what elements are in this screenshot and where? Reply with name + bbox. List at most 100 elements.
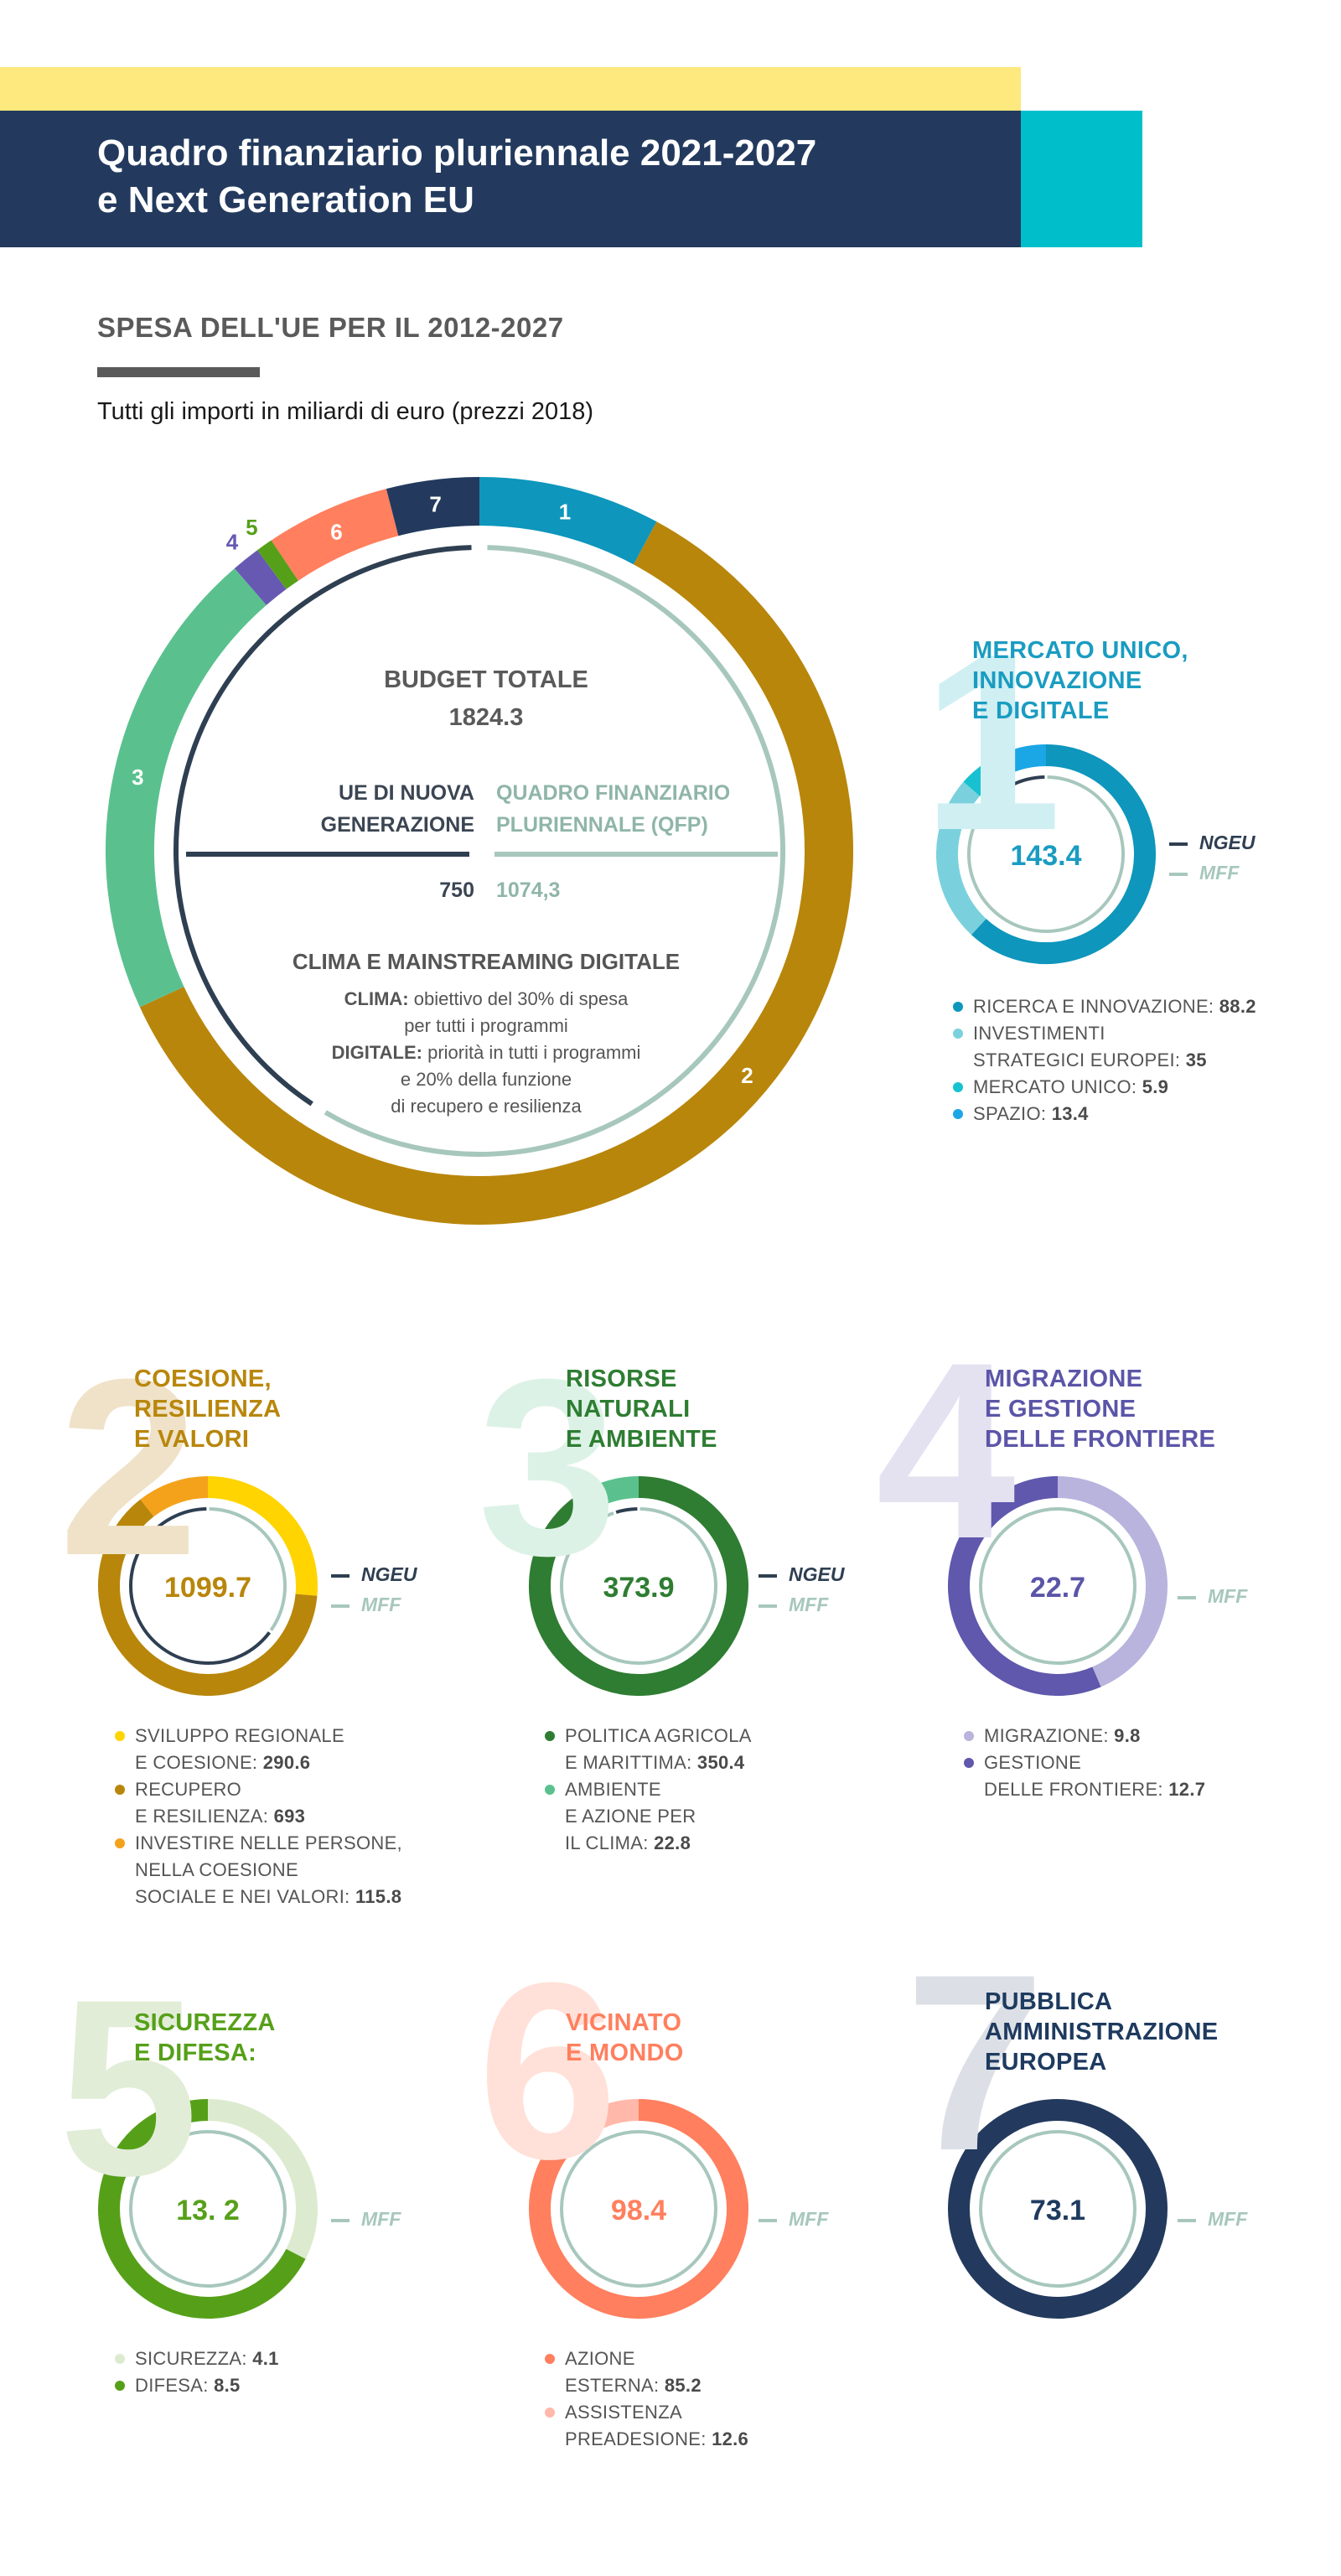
main-inner-slice-1 [173,545,472,1107]
category-2-slice-1 [207,1476,318,1596]
category-1-slice-4 [985,744,1047,782]
category-4-big-number: 4 [876,1309,1016,1591]
category-1-inner-mff [967,775,1126,933]
main-outer-slice-5 [257,540,299,589]
category-2-slice-3 [140,1476,209,1517]
page-title-line2: e Next Generation EU [97,179,474,220]
category-1-slice-1 [971,744,1156,964]
section-note: Tutti gli importi in miliardi di euro (p… [97,398,594,425]
main-segment-label-4: 4 [226,530,239,555]
category-1-inner-ngeu [1009,775,1045,788]
budget-total-label: BUDGET TOTALE [384,666,588,693]
category-7-title: PUBBLICA AMMINISTRAZIONE EUROPEA [985,1987,1218,2077]
category-donuts: 143.4 1099.7 373.9 22.7 13. 2 98.4 73.1 [98,744,1168,2319]
main-segment-label-3: 3 [132,765,143,790]
main-outer-slice-4 [234,550,287,606]
category-5-title-line-1: SICUREZZA [134,2009,276,2036]
category-7-title-line-3: EUROPEA [985,2049,1107,2076]
category-6-title-line-2: E MONDO [566,2040,684,2066]
main-inner-slice-2 [324,545,785,1157]
page-title-line1: Quadro finanziario pluriennale 2021-2027 [97,132,817,174]
main-outer-slice-6 [271,489,399,581]
category-6-slice-1 [529,2099,748,2319]
category-5-slice-2 [98,2099,306,2319]
digitale-text: priorità in tutti i programmi [427,1042,641,1063]
category-2-key-mff: MFF [331,1589,417,1620]
category-6-slice-2 [559,2099,639,2148]
category-2-slice-2 [98,1499,318,1696]
category-6-title-line-1: VICINATO [566,2009,682,2036]
legend-item: MERCATO UNICO: 5.9 [953,1074,1256,1101]
category-2-total: 1099.7 [164,1572,251,1604]
category-7-key-mff: MFF [1178,2204,1247,2234]
category-4-total: 22.7 [1030,1572,1085,1604]
main-outer-slice-1 [479,477,657,565]
page-title: Quadro finanziario pluriennale 2021-2027… [97,130,1002,224]
main-outer-slice-7 [386,477,480,536]
header-accent-cyan [1021,111,1142,247]
main-donut-inner-ring [173,545,785,1157]
category-3-inner-ngeu [615,1507,638,1514]
category-5-big-number: 5 [59,1946,199,2228]
category-3-title-line-3: E AMBIENTE [566,1426,717,1453]
ngeu-value: 750 [439,879,474,902]
category-2-title-line-2: RESILIENZA [134,1396,282,1423]
mff-label: QUADRO FINANZIARIO PLURIENNALE (QFP) [496,777,764,841]
category-1-key-ngeu: NGEU [1169,827,1255,858]
category-2-inner-ngeu [129,1507,272,1665]
category-4-donut: 22.7 [948,1476,1168,1696]
category-1-total: 143.4 [1010,840,1081,872]
mff-label-line1: QUADRO FINANZIARIO [496,781,731,805]
category-5-slice-1 [207,2099,318,2259]
clima-text: obiettivo del 30% di spesa [413,988,629,1009]
category-2-title-line-1: COESIONE, [134,1366,272,1392]
digitale-text-2: e 20% della funzione [400,1069,572,1090]
category-6-key: MFF [759,2204,828,2234]
digitale-label: DIGITALE: [331,1042,422,1063]
category-7-title-line-1: PUBBLICA [985,1988,1113,2015]
digitale-text-3: di recupero e resilienza [391,1096,582,1117]
category-6-big-number: 6 [478,1930,618,2211]
main-segment-label-6: 6 [330,519,342,544]
category-1-title-line-3: E DIGITALE [972,697,1110,724]
category-6-total: 98.4 [611,2195,666,2226]
main-donut-outer-ring [106,477,853,1226]
category-4-title-line-3: DELLE FRONTIERE [985,1426,1216,1453]
main-outer-slice-3 [106,568,267,1008]
category-5-inner-mff [129,2130,287,2288]
category-5-total: 13. 2 [176,2195,240,2226]
category-7-donut: 73.1 [948,2099,1168,2319]
category-3-inner-mff [560,1507,718,1665]
ngeu-label-line1: UE DI NUOVA [338,781,474,805]
category-7-title-line-2: AMMINISTRAZIONE [985,2019,1219,2045]
category-5-donut: 13. 2 [98,2099,318,2319]
category-1-title-line-1: MERCATO UNICO, [972,637,1188,664]
category-6-key-mff: MFF [759,2204,828,2234]
category-3-title-line-1: RISORSE [566,1366,677,1392]
category-7-big-number: 7 [905,1921,1045,2203]
mff-label-line2: PLURIENNALE (QFP) [496,813,708,837]
category-7-total: 73.1 [1030,2195,1085,2226]
header-accent-yellow [0,67,1021,111]
ngeu-label-line2: GENERAZIONE [320,813,474,837]
category-4-slice-1 [1057,1476,1168,1687]
category-1-big-number: 1 [922,601,1062,883]
main-segment-label-7: 7 [429,491,441,516]
category-7-key: MFF [1178,2204,1247,2234]
category-3-total: 373.9 [603,1572,674,1604]
